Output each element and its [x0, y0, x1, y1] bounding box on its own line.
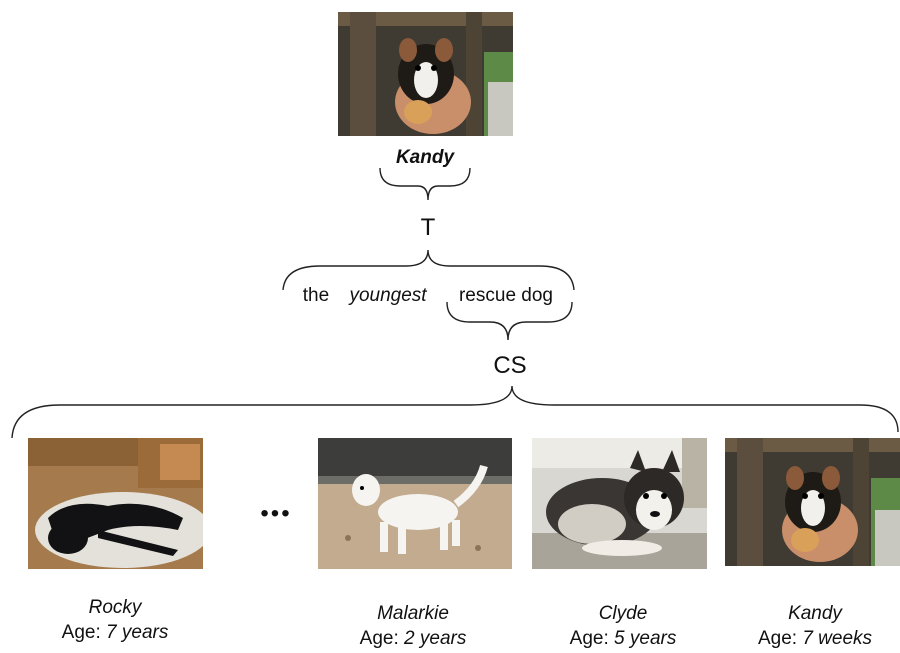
- phrase-brace: [282, 249, 575, 291]
- phrase-youngest: youngest: [349, 285, 427, 306]
- clyde-age: Age: 5 years: [548, 628, 698, 650]
- phrase-rescue-dog: rescue dog: [458, 285, 553, 306]
- malarkie-name: Malarkie: [377, 603, 449, 624]
- clyde-age-prefix: Age:: [569, 628, 615, 649]
- kandy-name: Kandy: [788, 603, 842, 624]
- phrase-the: the: [302, 285, 330, 306]
- top-kandy-name: Kandy: [395, 147, 455, 168]
- kandy-age: Age: 7 weeks: [740, 628, 890, 650]
- malarkie-photo: [318, 438, 512, 569]
- candidate-set-brace: [11, 385, 899, 439]
- ellipsis: •••: [260, 500, 292, 527]
- rocky-name: Rocky: [88, 597, 142, 618]
- kandy-photo: [725, 438, 900, 566]
- t-label: T: [420, 214, 436, 241]
- clyde-photo: [532, 438, 707, 569]
- malarkie-age-prefix: Age:: [359, 628, 405, 649]
- cs-label: CS: [493, 352, 527, 379]
- malarkie-age: Age: 2 years: [338, 628, 488, 650]
- kandy-age-prefix: Age:: [757, 628, 803, 649]
- top-kandy-photo: [338, 12, 513, 136]
- name-brace: [379, 167, 471, 201]
- rocky-age-value: 7 years: [106, 622, 169, 643]
- rocky-age: Age: 7 years: [40, 622, 190, 644]
- clyde-age-value: 5 years: [614, 628, 677, 649]
- rescue-dog-brace: [446, 301, 573, 341]
- rocky-age-prefix: Age:: [61, 622, 107, 643]
- kandy-age-value: 7 weeks: [802, 628, 873, 649]
- clyde-name: Clyde: [598, 603, 648, 624]
- malarkie-age-value: 2 years: [404, 628, 467, 649]
- rocky-photo: [28, 438, 203, 569]
